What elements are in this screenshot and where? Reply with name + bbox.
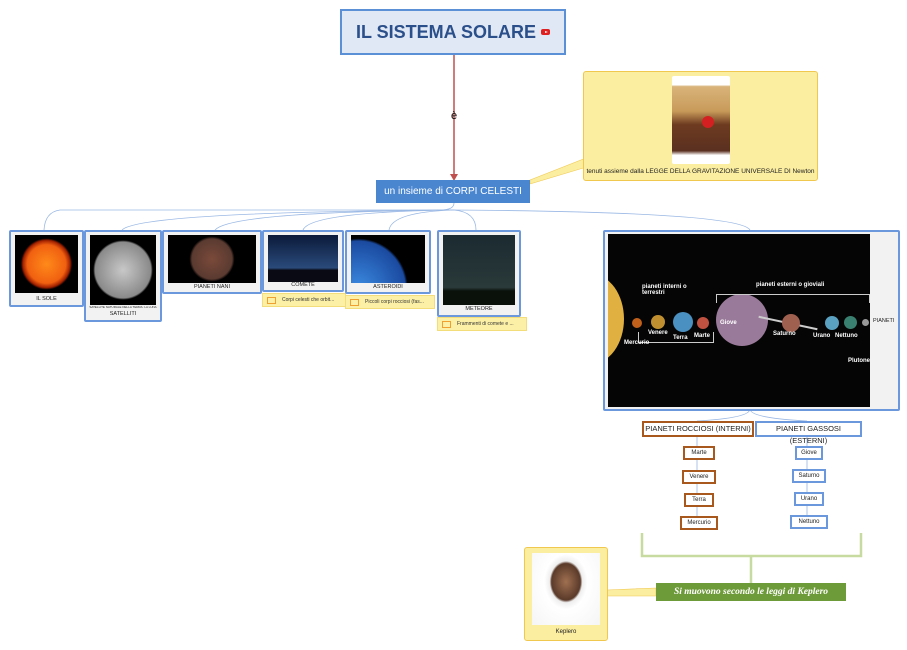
topic-pianeti[interactable]: pianeti interni o terrestri pianeti este…: [603, 230, 900, 411]
root-topic[interactable]: IL SISTEMA SOLARE: [340, 9, 566, 55]
solar-system-image: pianeti interni o terrestri pianeti este…: [608, 234, 870, 407]
topic-sole[interactable]: IL SOLE: [9, 230, 84, 307]
topic-comete[interactable]: COMETE: [262, 230, 344, 292]
kepler-summary[interactable]: Si muovono secondo le leggi di Keplero: [656, 583, 846, 601]
gas-item[interactable]: Nettuno: [790, 515, 828, 529]
note-icon: [350, 298, 359, 306]
dwarf-planet-image: [168, 235, 256, 283]
kepler-image: [532, 553, 600, 625]
planet-name: Plutone: [848, 358, 870, 364]
gas-item[interactable]: Saturno: [792, 469, 826, 483]
comet-image: [268, 235, 338, 282]
topic-asteroidi[interactable]: ASTEROIDI: [345, 230, 431, 294]
outer-planets-label: pianeti esterni o gioviali: [756, 282, 825, 288]
moon-image: [90, 235, 156, 305]
planet-name: Saturno: [773, 331, 796, 337]
note-comete[interactable]: Corpi celesti che orbit...: [262, 293, 346, 307]
gas-item[interactable]: Urano: [794, 492, 824, 506]
newton-text: tenuti assieme dalla LEGGE DELLA GRAVITA…: [586, 168, 815, 175]
note-text: Frammenti di comete e ...: [457, 321, 514, 327]
newton-image: [672, 76, 730, 164]
newton-callout[interactable]: tenuti assieme dalla LEGGE DELLA GRAVITA…: [583, 71, 818, 181]
note-text: Corpi celesti che orbit...: [282, 297, 335, 303]
planet-name: Marte: [694, 333, 711, 339]
note-asteroidi[interactable]: Piccoli corpi rocciosi (fas...: [345, 295, 435, 309]
inner-planets-label: pianeti interni o terrestri: [642, 284, 687, 296]
note-meteore[interactable]: Frammenti di comete e ...: [437, 317, 527, 331]
topic-label: SATELLITI: [109, 311, 137, 317]
planet-name: Nettuno: [835, 333, 858, 339]
topic-label: COMETE: [291, 282, 315, 288]
rocky-item[interactable]: Terra: [684, 493, 714, 507]
planet-name: Venere: [648, 330, 668, 336]
sun-image: [15, 235, 78, 293]
core-topic[interactable]: un insieme di CORPI CELESTI: [376, 180, 530, 203]
planet-name: Terra: [673, 335, 688, 341]
topic-label: IL SOLE: [36, 296, 57, 302]
kepler-callout[interactable]: Keplero: [524, 547, 608, 641]
topic-pianeti-nani[interactable]: PIANETI NANI: [162, 230, 262, 294]
asteroid-image: [351, 235, 425, 283]
topic-meteore[interactable]: METEORE: [437, 230, 521, 317]
gas-item[interactable]: Giove: [795, 446, 823, 460]
topic-label: PIANETI NANI: [193, 284, 231, 290]
rocky-item[interactable]: Marte: [683, 446, 715, 460]
planet-name: Giove: [720, 320, 737, 326]
topic-label: PIANETI: [873, 318, 895, 324]
youtube-icon[interactable]: [541, 29, 551, 35]
note-icon: [267, 296, 276, 304]
gas-planets-topic[interactable]: PIANETI GASSOSI (ESTERNI): [755, 421, 862, 445]
rocky-item[interactable]: Mercurio: [680, 516, 718, 530]
topic-label: METEORE: [465, 306, 493, 312]
rocky-planets-topic[interactable]: PIANETI ROCCIOSI (INTERNI): [642, 421, 754, 437]
meteor-image: [443, 235, 515, 305]
kepler-label: Keplero: [555, 629, 577, 635]
note-text: Piccoli corpi rocciosi (fas...: [365, 299, 424, 305]
rocky-item[interactable]: Venere: [682, 470, 716, 484]
root-title: IL SISTEMA SOLARE: [355, 21, 537, 42]
note-icon: [442, 320, 451, 328]
link-label: è: [451, 110, 458, 122]
planet-name: Mercurio: [624, 340, 650, 346]
topic-label: ASTEROIDI: [373, 284, 403, 290]
apple-icon: [702, 116, 714, 128]
topic-satelliti[interactable]: SATELLITE NATURALE DELLA TERRA: LA LUNA …: [84, 230, 162, 322]
image-caption: SATELLITE NATURALE DELLA TERRA: LA LUNA: [89, 305, 157, 309]
planet-name: Urano: [813, 333, 831, 339]
